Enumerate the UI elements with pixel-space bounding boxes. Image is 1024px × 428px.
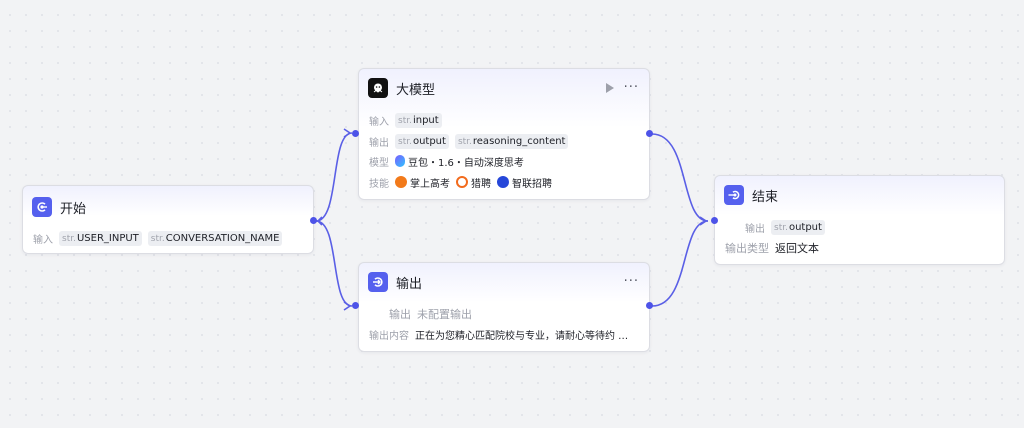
content-value: 正在为您精心匹配院校与专业，请耐心等待约 … xyxy=(415,330,629,342)
skills-label: 技能 xyxy=(369,178,389,190)
start-icon xyxy=(32,197,52,217)
liepin-icon xyxy=(456,176,468,188)
doubao-model-icon xyxy=(395,155,405,167)
variable-tag: str.CONVERSATION_NAME xyxy=(147,230,283,246)
llm-icon xyxy=(368,78,388,98)
more-options-icon[interactable]: ··· xyxy=(623,80,639,95)
node-title: 大模型 xyxy=(396,82,436,98)
content-label: 输出内容 xyxy=(369,330,409,342)
node-llm[interactable]: 大模型 ··· 输入 str.input 输出 str.output str.r… xyxy=(358,68,650,200)
node-output[interactable]: 输出 ··· 输出 未配置输出 输出内容 正在为您精心匹配院校与专业，请耐心等待… xyxy=(358,262,650,352)
output-value: 未配置输出 xyxy=(417,308,472,321)
input-label: 输入 xyxy=(33,234,53,246)
type-value: 返回文本 xyxy=(775,242,819,255)
output-input-port[interactable] xyxy=(352,302,359,309)
play-icon[interactable] xyxy=(605,83,614,93)
edge-llm-end xyxy=(651,133,709,222)
edge-start-llm xyxy=(315,132,353,222)
variable-tag: str.output xyxy=(771,219,825,235)
variable-tag: str.output xyxy=(395,133,449,149)
output-output-port[interactable] xyxy=(646,302,653,309)
llm-output-port[interactable] xyxy=(646,130,653,137)
type-label: 输出类型 xyxy=(725,242,769,255)
skill-item: 猎聘 xyxy=(456,175,491,190)
zhilian-icon xyxy=(497,176,509,188)
output-label: 输出 xyxy=(389,308,411,321)
variable-tag: str.input xyxy=(395,112,442,128)
output-label: 输出 xyxy=(745,223,765,235)
model-label: 模型 xyxy=(369,157,389,169)
node-title: 开始 xyxy=(60,201,87,217)
node-title: 结束 xyxy=(752,189,779,205)
edge-output-end xyxy=(651,220,709,307)
end-input-port[interactable] xyxy=(711,217,718,224)
end-icon xyxy=(724,185,744,205)
variable-tag: str.USER_INPUT xyxy=(59,230,142,246)
zhangshang-gaokao-icon xyxy=(395,176,407,188)
node-title: 输出 xyxy=(396,276,423,292)
skill-item: 掌上高考 xyxy=(395,175,450,190)
model-name: 豆包・1.6・自动深度思考 xyxy=(408,157,524,169)
node-start[interactable]: 开始 输入 str.USER_INPUT str.CONVERSATION_NA… xyxy=(22,185,314,254)
start-output-port[interactable] xyxy=(310,217,317,224)
output-label: 输出 xyxy=(369,137,389,149)
node-end[interactable]: 结束 输出 str.output 输出类型 返回文本 xyxy=(714,175,1005,265)
more-options-icon[interactable]: ··· xyxy=(623,274,639,289)
output-icon xyxy=(368,272,388,292)
input-label: 输入 xyxy=(369,116,389,128)
skill-item: 智联招聘 xyxy=(497,175,552,190)
variable-tag: str.reasoning_content xyxy=(454,133,569,149)
edge-start-output xyxy=(315,220,353,307)
llm-input-port[interactable] xyxy=(352,130,359,137)
